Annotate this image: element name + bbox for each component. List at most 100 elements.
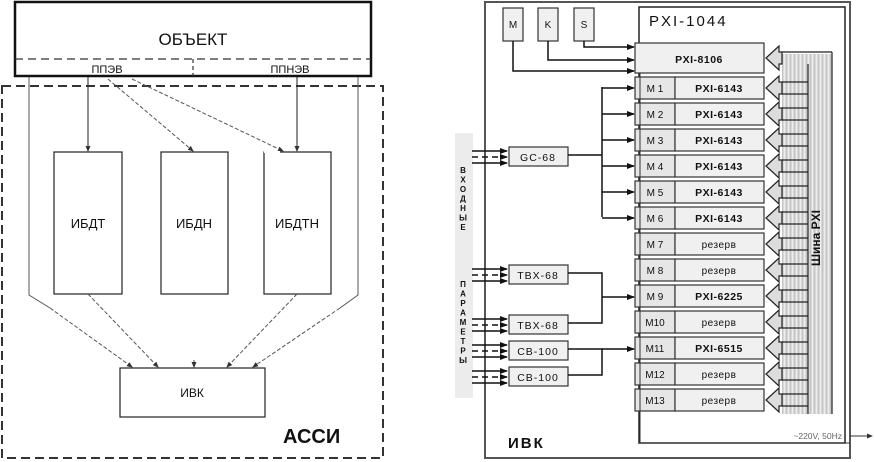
stacked-letter: Ы	[459, 214, 467, 223]
block-ibdt-label: ИБДТ	[71, 216, 106, 231]
slot-row[interactable]: M 8 резерв	[634, 258, 765, 282]
terminal-block[interactable]: TBX-68	[472, 264, 569, 285]
slot-id: M 2	[647, 110, 664, 121]
slot-id: M 7	[647, 240, 664, 251]
module-m[interactable]: M	[502, 7, 524, 42]
bus-arrow-slot	[765, 282, 783, 310]
block-ibdt[interactable]: ИБДТ	[53, 151, 123, 295]
slot-module: PXI-6143	[695, 213, 743, 225]
bus-arrow-slot	[765, 386, 783, 414]
slot-module: резерв	[702, 318, 737, 329]
object-label: ОБЪЕКТ	[159, 30, 228, 49]
slot-id: M 4	[647, 162, 664, 173]
slot-row[interactable]: M13 резерв	[634, 388, 765, 412]
stacked-letter: Д	[460, 195, 466, 204]
block-ibdtn-label: ИБДТН	[275, 216, 319, 231]
slot-id: M 3	[647, 136, 664, 147]
slot-module: резерв	[702, 396, 737, 407]
terminal-block-label: CB-100	[517, 346, 559, 358]
stacked-letter: Х	[460, 176, 466, 185]
bus-arrow-slot	[765, 126, 783, 154]
terminal-block-label: CB-100	[517, 372, 559, 384]
slot-module: PXI-6143	[695, 135, 743, 147]
slot-id: M 1	[647, 84, 664, 95]
slot-row[interactable]: M 1 PXI-6143	[634, 76, 765, 100]
bus-label: Шина PXI	[809, 210, 823, 266]
slot-module-cell	[674, 284, 765, 308]
terminal-block[interactable]: CB-100	[472, 366, 569, 387]
module-s[interactable]: S	[573, 7, 595, 42]
bus-arrow-slot	[765, 178, 783, 206]
bus-arrow-slot	[765, 256, 783, 284]
bus-arrow-slot	[765, 360, 783, 388]
block-ibdtn[interactable]: ИБДТН	[263, 151, 332, 295]
slot-row[interactable]: M 4 PXI-6143	[634, 154, 765, 178]
bus-arrow-slot	[765, 100, 783, 128]
module-k-label: K	[545, 20, 552, 31]
slot-module: резерв	[702, 370, 737, 381]
arrow-s	[583, 41, 635, 50]
stacked-letter: Т	[461, 337, 466, 346]
bus-arrow-slot	[765, 152, 783, 180]
slot-module-cell	[674, 388, 765, 412]
bus-arrow-slot	[765, 204, 783, 232]
cb100-join	[568, 348, 603, 376]
bus-arrow-slot	[765, 334, 783, 362]
controller-label: PXI-8106	[675, 54, 723, 66]
bus-arrow-slot	[765, 308, 783, 336]
stacked-letter: О	[460, 185, 466, 194]
slot-module-cell	[674, 76, 765, 100]
stacked-letter: Е	[460, 328, 466, 337]
ppnev-label: ППНЭВ	[271, 64, 310, 76]
terminal-block[interactable]: GC-68	[472, 146, 569, 167]
slot-module-cell	[674, 362, 765, 386]
module-k[interactable]: K	[537, 7, 559, 42]
terminal-block-label: TBX-68	[517, 270, 559, 282]
slot-module: PXI-6225	[695, 291, 743, 303]
terminal-block[interactable]: CB-100	[472, 340, 569, 361]
terminal-block-label: TBX-68	[517, 320, 559, 332]
ppev-label: ППЭВ	[91, 64, 122, 76]
slot-id: M13	[645, 396, 665, 407]
slot-module: резерв	[702, 266, 737, 277]
stacked-letter: Ы	[459, 356, 467, 365]
stacked-letter: Е	[460, 223, 466, 232]
slot-module-cell	[674, 258, 765, 282]
bus-arrow-controller	[765, 44, 783, 72]
slot-row[interactable]: M12 резерв	[634, 362, 765, 386]
left-diagram: ОБЪЕКТ ППЭВ ППНЭВ ИБДТ ИБДН ИБДТН	[1, 0, 384, 459]
slot-module-cell	[674, 154, 765, 178]
slot-id: M 5	[647, 188, 664, 199]
stacked-letter: М	[460, 318, 467, 327]
object-block[interactable]: ОБЪЕКТ ППЭВ ППНЭВ	[13, 0, 373, 78]
slot-module-cell	[674, 310, 765, 334]
dashed-arrow-ivk-1	[49, 307, 133, 368]
slot-module: PXI-6143	[695, 161, 743, 173]
slot-id: M 8	[647, 266, 664, 277]
slot-module: PXI-6143	[695, 83, 743, 95]
terminal-block[interactable]: TBX-68	[472, 314, 569, 335]
slot-row[interactable]: M 3 PXI-6143	[634, 128, 765, 152]
ivk-block-left[interactable]: ИВК	[119, 367, 266, 418]
dashed-arrow-ivk-5	[252, 307, 341, 368]
power-label: ~220V, 50Hz	[793, 431, 842, 441]
slot-id: M11	[646, 344, 665, 355]
slot-id: M12	[645, 370, 665, 381]
controller-pxi-8106[interactable]: PXI-8106	[634, 42, 765, 74]
dashed-arrow-to-ibdn	[107, 78, 194, 152]
left-side-line	[28, 77, 51, 309]
block-ibdn[interactable]: ИБДН	[160, 151, 229, 295]
dashed-arrow-ivk-4	[226, 293, 298, 368]
